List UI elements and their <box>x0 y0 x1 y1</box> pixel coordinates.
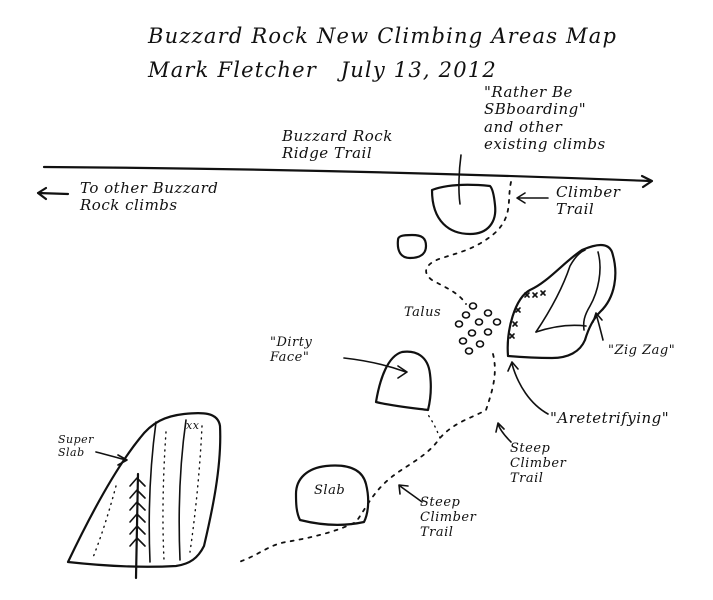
ridge-trail-line <box>42 165 652 183</box>
existing-climbs-label: "Rather Be SBboarding" and other existin… <box>484 83 606 153</box>
super-slab-dots-1 <box>91 485 117 561</box>
super-slab-dots-2 <box>162 431 167 561</box>
author-date: Mark Fletcher July 13, 2012 <box>148 58 497 82</box>
super-slab-groove-1 <box>148 421 157 563</box>
zig-zag-ledge <box>535 324 587 333</box>
small-boulder <box>396 233 428 260</box>
climber-trail-upper <box>425 181 512 305</box>
other-climbs-label: To other Buzzard Rock climbs <box>80 179 219 215</box>
ridge-trail-label: Buzzard Rock Ridge Trail <box>282 127 393 163</box>
zig-zag-inner-left <box>535 249 586 333</box>
steep-trail-right-pointer <box>495 422 512 443</box>
zig-zag-label: "Zig Zag" <box>608 343 676 358</box>
dirty-face-boulder <box>374 350 432 412</box>
slab-boulder <box>294 464 370 526</box>
tree-symbol <box>129 472 146 580</box>
dirty-face-arrow <box>343 357 408 379</box>
other-climbs-arrow <box>36 186 70 201</box>
zig-zag-arrow <box>592 312 604 341</box>
route-x-marks <box>509 290 546 339</box>
aretetrifying-pointer <box>507 361 549 415</box>
dirty-face-approach <box>425 411 441 439</box>
super-slab-arrow <box>95 451 128 466</box>
steep-trail-left-label: Steep Climber Trail <box>420 495 477 540</box>
aretetrifying-label: "Aretetrifying" <box>550 409 670 427</box>
slab-label: Slab <box>314 483 346 498</box>
existing-climbs-boulder <box>430 183 497 236</box>
super-slab-formation <box>66 411 222 568</box>
ridge-trail-east-arrow <box>640 174 654 189</box>
zig-zag-formation <box>506 243 617 360</box>
talus-rocks <box>454 302 502 355</box>
existing-climbs-leader <box>458 154 462 205</box>
dirty-face-label: "Dirty Face" <box>270 335 313 365</box>
climber-trail-top-label: Climber Trail <box>556 183 621 219</box>
steep-climber-trail-lower <box>235 353 496 564</box>
zig-zag-inner-right <box>582 251 601 331</box>
super-slab-label: Super Slab <box>58 433 94 459</box>
map-title: Buzzard Rock New Climbing Areas Map <box>148 24 618 48</box>
steep-trail-left-pointer <box>398 484 423 503</box>
super-slab-groove-2 <box>178 419 187 561</box>
super-slab-dots-3 <box>189 425 203 553</box>
talus-label: Talus <box>404 305 442 320</box>
steep-trail-right-label: Steep Climber Trail <box>510 441 567 486</box>
route-mark-label: xx <box>186 419 200 432</box>
climber-trail-top-pointer <box>516 192 549 204</box>
